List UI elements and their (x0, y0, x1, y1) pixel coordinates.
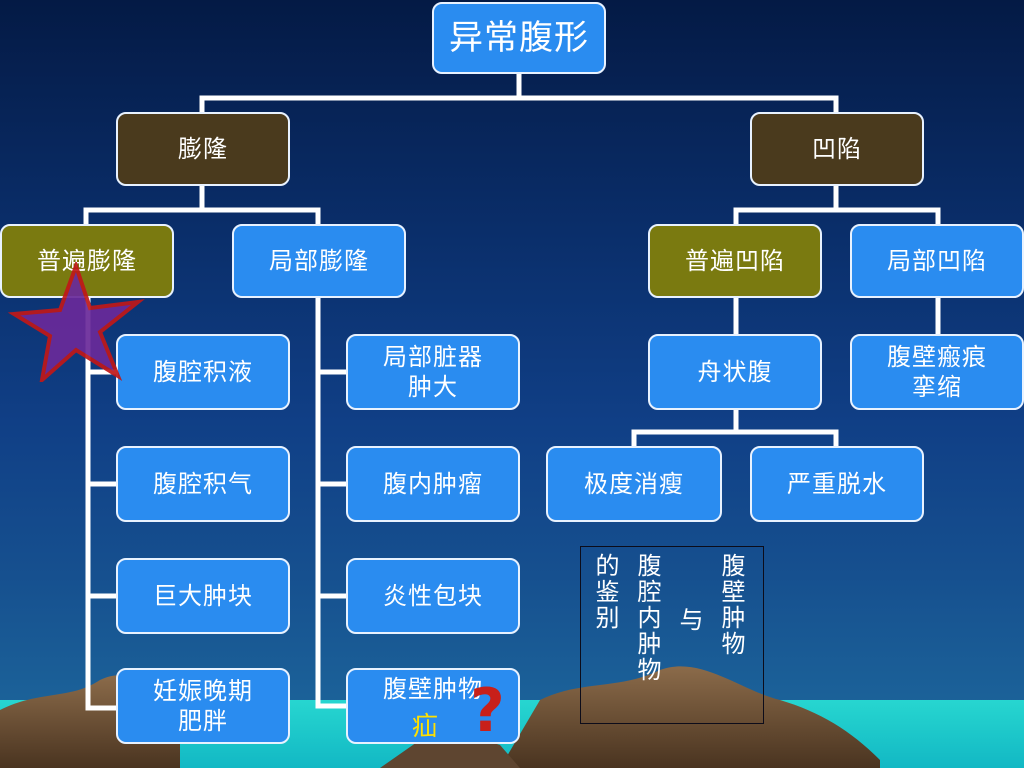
node-local-sunken: 局部凹陷 (850, 224, 1024, 298)
question-mark-icon: ? (470, 676, 505, 746)
hernia-annotation: 疝 (412, 712, 439, 742)
item-label: 腹壁肿物 (383, 675, 483, 703)
node-extreme-emaciation: 极度消瘦 (546, 446, 722, 522)
note-column: 与 (675, 607, 703, 633)
item-label: 腹腔积气 (153, 470, 253, 498)
node-bulge: 膨隆 (116, 112, 290, 186)
root-node-abnormal-abdomen-shape: 异常腹形 (432, 2, 606, 74)
local-sunken-label: 局部凹陷 (887, 247, 987, 275)
item-label: 炎性包块 (383, 582, 483, 610)
item-label: 妊娠晚期 肥胖 (153, 677, 253, 735)
differential-note-box: 腹壁肿物 与 腹腔内肿物 的鉴别 (580, 546, 764, 724)
sunken-label: 凹陷 (812, 135, 862, 163)
item-label: 腹腔积液 (153, 358, 253, 386)
node-huge-mass: 巨大肿块 (116, 558, 290, 634)
node-severe-dehydration: 严重脱水 (750, 446, 924, 522)
note-column: 的鉴别 (591, 553, 619, 631)
note-column: 腹腔内肿物 (633, 553, 661, 683)
root-label: 异常腹形 (449, 17, 589, 58)
node-local-bulge: 局部膨隆 (232, 224, 406, 298)
node-general-bulge: 普遍膨隆 (0, 224, 174, 298)
item-label: 局部脏器 肿大 (383, 343, 483, 401)
node-inflammatory-mass: 炎性包块 (346, 558, 520, 634)
star-icon (7, 262, 145, 382)
node-sunken: 凹陷 (750, 112, 924, 186)
item-label: 巨大肿块 (153, 582, 253, 610)
cause-label: 严重脱水 (787, 470, 887, 498)
node-scar-contracture: 腹壁瘢痕 挛缩 (850, 334, 1024, 410)
node-scaphoid-abdomen: 舟状腹 (648, 334, 822, 410)
bulge-label: 膨隆 (178, 135, 228, 163)
item-label: 腹内肿瘤 (383, 470, 483, 498)
note-column: 腹壁肿物 (717, 553, 745, 657)
node-intra-abdominal-tumor: 腹内肿瘤 (346, 446, 520, 522)
scar-label: 腹壁瘢痕 挛缩 (887, 343, 987, 401)
node-abdominal-wall-mass: 腹壁肿物 (346, 668, 520, 744)
scaphoid-label: 舟状腹 (697, 358, 773, 386)
cause-label: 极度消瘦 (584, 470, 684, 498)
general-sunken-label: 普遍凹陷 (685, 247, 785, 275)
general-bulge-label: 普遍膨隆 (37, 247, 137, 275)
node-pneumoperitoneum: 腹腔积气 (116, 446, 290, 522)
node-organ-enlargement: 局部脏器 肿大 (346, 334, 520, 410)
node-general-sunken: 普遍凹陷 (648, 224, 822, 298)
local-bulge-label: 局部膨隆 (269, 247, 369, 275)
node-late-pregnancy-obesity: 妊娠晚期 肥胖 (116, 668, 290, 744)
